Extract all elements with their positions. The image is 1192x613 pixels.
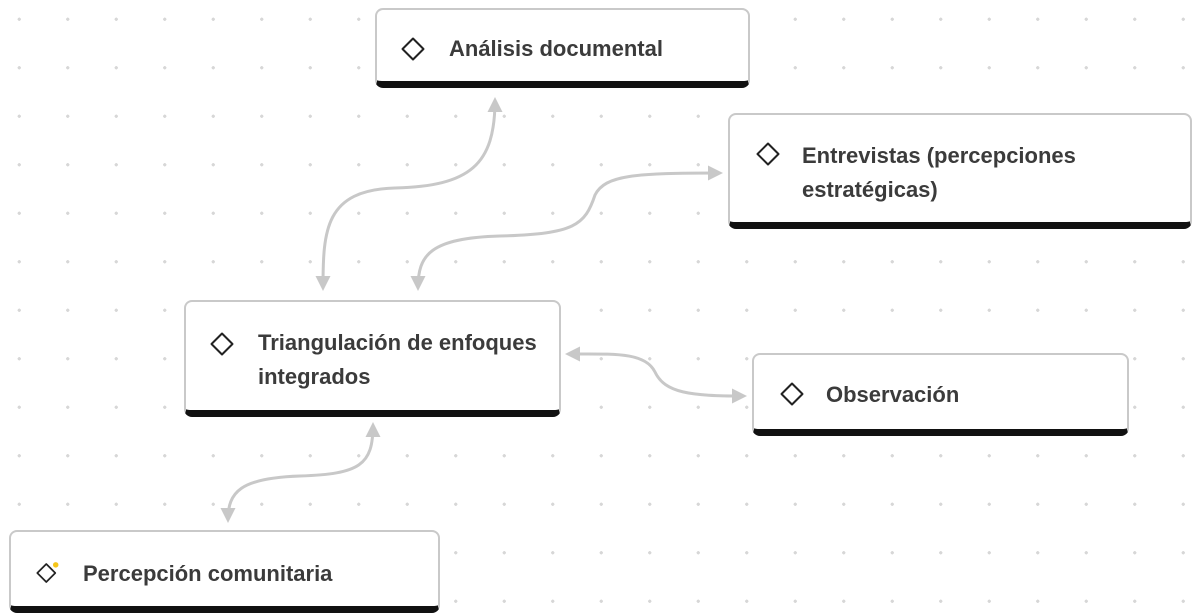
edge-triangulacion-entrevistas[interactable] (410, 165, 723, 291)
diamond-icon (36, 562, 59, 583)
notification-dot-icon (52, 562, 59, 568)
node-observacion[interactable]: Observación (752, 353, 1129, 436)
diamond-icon (756, 142, 780, 166)
node-analisis-documental[interactable]: Análisis documental (375, 8, 750, 88)
node-label: Análisis documental (449, 36, 663, 61)
edge-triangulacion-percepcion[interactable] (220, 422, 381, 523)
node-label: Entrevistas (percepciones estratégicas) (802, 143, 1076, 202)
node-label: Observación (826, 382, 960, 407)
node-percepcion-comunitaria[interactable]: Percepción comunitaria (9, 530, 440, 613)
diamond-icon (401, 37, 425, 61)
node-label: Percepción comunitaria (83, 561, 333, 586)
node-triangulacion[interactable]: Triangulación de enfoques integrados (184, 300, 561, 417)
edge-triangulacion-analisis[interactable] (315, 97, 503, 291)
diamond-icon (780, 382, 804, 406)
edge-triangulacion-observacion[interactable] (565, 346, 747, 404)
node-entrevistas[interactable]: Entrevistas (percepciones estratégicas) (728, 113, 1192, 229)
diamond-icon (210, 332, 234, 356)
node-label: Triangulación de enfoques integrados (258, 330, 537, 389)
